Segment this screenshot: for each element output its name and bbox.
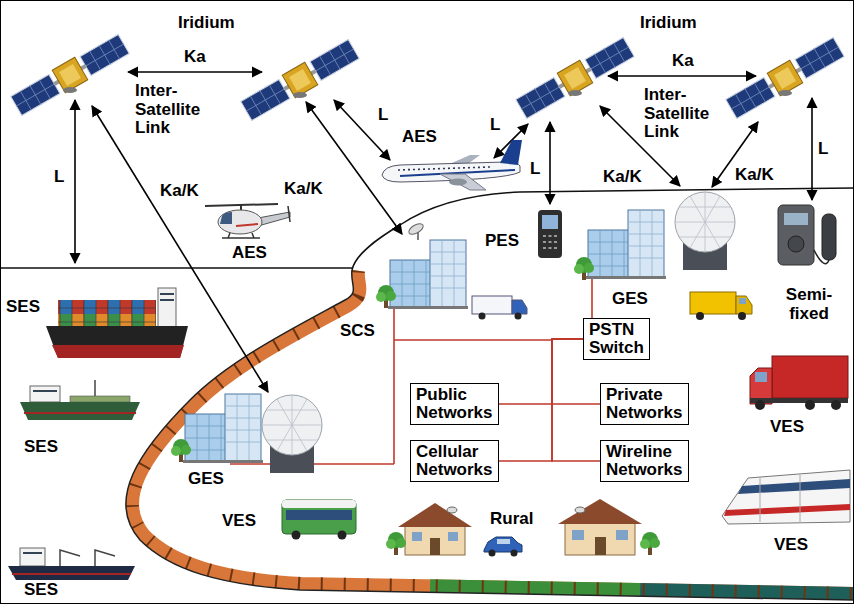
label-text: SES <box>6 297 40 316</box>
scene-label: PES <box>485 232 519 251</box>
scene-label: L <box>490 116 500 135</box>
scene-label: SES <box>24 438 58 457</box>
label-text: L <box>530 159 540 178</box>
label-text: Ka/K <box>603 167 642 186</box>
label-text: L <box>818 139 828 158</box>
network-box: Public Networks <box>410 383 499 425</box>
scene-label: L <box>378 106 388 125</box>
label-text: Ka/K <box>735 165 774 184</box>
scene-label: Ka/K <box>735 166 774 185</box>
scene-label: Iridium <box>178 14 235 33</box>
scene-label: Rural <box>490 510 533 529</box>
label-text: Inter-Satellite Link <box>644 85 709 141</box>
scene-label: AES <box>402 128 437 147</box>
label-text: GES <box>612 289 648 308</box>
scene-label: SES <box>6 298 40 317</box>
label-text: L <box>54 167 64 186</box>
scene-label: Iridium <box>640 14 697 33</box>
switch-box: PSTN Switch <box>583 318 650 360</box>
label-text: VES <box>770 417 804 436</box>
label-text: SCS <box>340 321 375 340</box>
network-box: Private Networks <box>600 383 689 425</box>
label-text: SES <box>24 437 58 456</box>
scene-label: Inter-Satellite Link <box>135 82 223 138</box>
scene-label: L <box>530 160 540 179</box>
network-box: Wireline Networks <box>600 440 689 482</box>
node-text: Private Networks <box>606 386 683 422</box>
label-text: AES <box>402 127 437 146</box>
label-text: L <box>378 105 388 124</box>
label-text: Semi-fixed <box>786 285 832 323</box>
scene-label: VES <box>774 536 808 555</box>
node-text: Cellular Networks <box>416 443 493 479</box>
network-wire <box>499 339 583 461</box>
label-text: SES <box>24 580 58 599</box>
label-text: VES <box>222 511 256 530</box>
scene-label: Ka <box>184 48 206 67</box>
scene-label: GES <box>612 290 648 309</box>
scene-label: VES <box>222 512 256 531</box>
label-text: Ka <box>672 51 694 70</box>
scene-label: Ka/K <box>284 180 323 199</box>
scene-label: SES <box>24 581 58 600</box>
network-wire <box>499 339 583 404</box>
scene-label: L <box>818 140 828 159</box>
label-text: Ka/K <box>160 181 199 200</box>
node-text: Wireline Networks <box>606 443 683 479</box>
label-text: Ka <box>184 47 206 66</box>
network-box: Cellular Networks <box>410 440 499 482</box>
scene-label: Inter-Satellite Link <box>644 86 732 142</box>
label-text: Inter-Satellite Link <box>135 81 200 137</box>
label-text: Ka/K <box>284 179 323 198</box>
label-text: Iridium <box>640 13 697 32</box>
label-text: VES <box>774 535 808 554</box>
scene-label: VES <box>770 418 804 437</box>
label-text: GES <box>188 469 224 488</box>
scene-label: GES <box>188 470 224 489</box>
scene-label: Ka/K <box>603 168 642 187</box>
node-text: Public Networks <box>416 386 493 422</box>
scene-label: SCS <box>340 322 375 341</box>
label-text: PES <box>485 231 519 250</box>
label-text: Iridium <box>178 13 235 32</box>
scene-label: L <box>54 168 64 187</box>
scene-label: AES <box>232 244 267 263</box>
label-text: L <box>490 115 500 134</box>
scene-label: Ka/K <box>160 182 199 201</box>
scene-label: Semi-fixed <box>778 286 840 323</box>
node-text: PSTN Switch <box>589 321 644 357</box>
scene-label: Ka <box>672 52 694 71</box>
label-text: AES <box>232 243 267 262</box>
label-text: Rural <box>490 509 533 528</box>
